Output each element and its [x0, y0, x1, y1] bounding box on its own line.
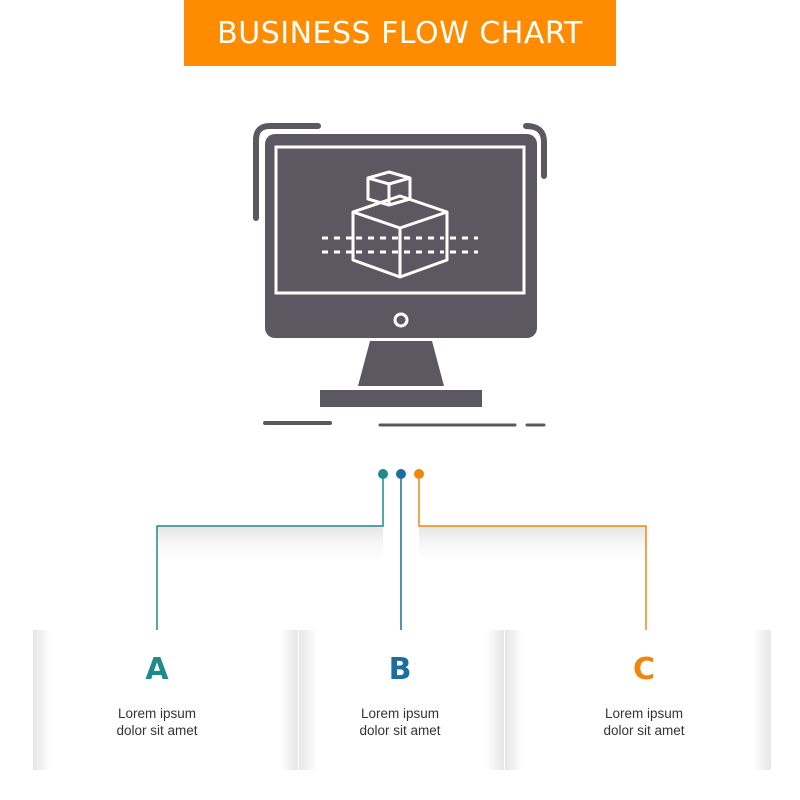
step-b-line2: dolor sit amet	[359, 723, 441, 738]
step-letter-b: B	[388, 652, 412, 687]
step-a-line1: Lorem ipsum	[117, 706, 197, 721]
step-panel-c	[505, 630, 771, 770]
3d-modeling-computer-icon	[253, 123, 547, 427]
monitor-screen	[274, 145, 526, 295]
page-title: BUSINESS FLOW CHART	[217, 15, 583, 51]
power-button-icon	[393, 312, 409, 328]
step-c-line1: Lorem ipsum	[604, 706, 684, 721]
step-panel-b	[299, 630, 504, 770]
step-letter-c: C	[632, 652, 656, 687]
connector-c	[414, 469, 647, 637]
step-a-line2: dolor sit amet	[116, 723, 198, 738]
monitor-base	[320, 390, 482, 407]
title-banner: BUSINESS FLOW CHART	[184, 0, 616, 66]
step-description-c: Lorem ipsum dolor sit amet	[554, 705, 734, 739]
step-description-b: Lorem ipsum dolor sit amet	[310, 705, 490, 739]
step-letter-a: A	[145, 652, 169, 687]
step-c-line2: dolor sit amet	[603, 723, 685, 738]
connector-b	[396, 469, 406, 630]
step-b-line1: Lorem ipsum	[360, 706, 440, 721]
connector-a	[156, 469, 388, 637]
step-panel-a	[33, 630, 298, 770]
cube-icon	[351, 170, 449, 279]
step-description-a: Lorem ipsum dolor sit amet	[67, 705, 247, 739]
monitor-stand	[358, 341, 444, 386]
